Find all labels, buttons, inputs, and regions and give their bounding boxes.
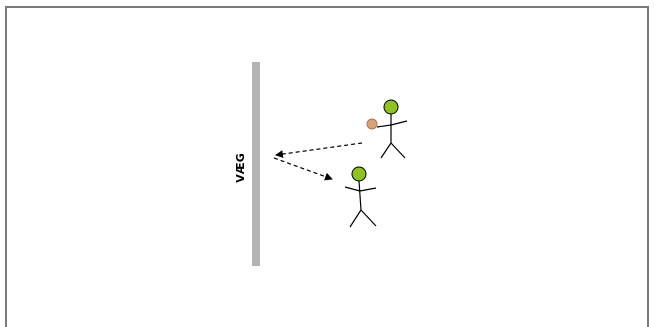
receiver-leg-left xyxy=(349,209,362,228)
diagram-frame xyxy=(5,6,649,327)
thrower-arm-left xyxy=(376,124,392,128)
receiver-arm-left xyxy=(344,186,361,192)
arrow-to-wall xyxy=(275,142,363,158)
thrower-arm-right xyxy=(390,120,408,126)
ball xyxy=(366,118,378,130)
thrower-leg-left xyxy=(380,142,392,159)
thrower-head xyxy=(383,99,399,115)
wall xyxy=(252,62,260,266)
wall-label: VÆG xyxy=(234,153,247,182)
thrower-leg-right xyxy=(390,142,406,159)
receiver-body xyxy=(358,180,362,211)
arrow-to-receiver xyxy=(273,157,333,181)
receiver-head xyxy=(351,166,367,182)
thrower-figure xyxy=(366,99,408,159)
receiver-figure xyxy=(344,166,377,228)
receiver-arm-right xyxy=(359,187,377,192)
receiver-leg-right xyxy=(360,209,377,227)
